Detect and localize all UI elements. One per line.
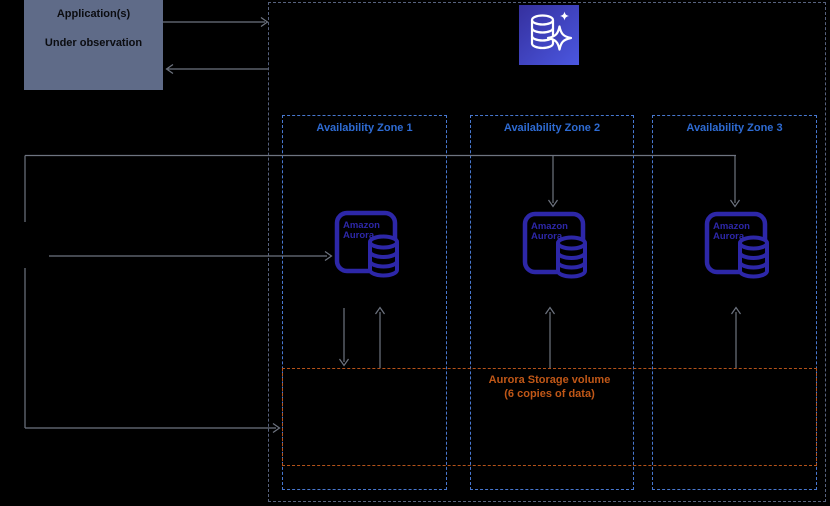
region-to-app-arrow xyxy=(165,64,268,74)
instance-db-cylinder-icon xyxy=(556,235,587,279)
instance-label-line2: Aurora xyxy=(531,231,563,242)
instance-label-line2: Aurora xyxy=(713,231,745,242)
storage-label-line2: (6 copies of data) xyxy=(504,388,595,400)
small-sparkle-icon xyxy=(560,11,569,21)
sparkle-star-icon xyxy=(546,25,573,51)
aurora-instance-icon-az2: Amazon Aurora xyxy=(522,211,587,279)
instance-label-line2: Aurora xyxy=(343,230,375,241)
availability-zone-1: Availability Zone 1 xyxy=(282,115,447,490)
application-box-line2: Under observation xyxy=(44,37,143,49)
aurora-instance-icon-az1: Amazon Aurora xyxy=(334,210,399,278)
instance-label-line1: Amazon xyxy=(531,221,568,232)
aurora-instance-icon-az3: Amazon Aurora xyxy=(704,211,769,279)
database-cylinder-glyph xyxy=(530,14,555,50)
instance-db-cylinder-icon xyxy=(738,235,769,279)
availability-zone-3-label: Availability Zone 3 xyxy=(686,122,783,134)
availability-zone-2: Availability Zone 2 xyxy=(470,115,634,490)
amazon-aurora-service-icon xyxy=(519,5,579,65)
aurora-storage-volume-label: Aurora Storage volume (6 copies of data) xyxy=(282,373,817,401)
availability-zone-3: Availability Zone 3 xyxy=(652,115,817,490)
service-icon-background xyxy=(519,5,579,65)
application-box-line1: Application(s) xyxy=(56,8,131,20)
availability-zone-2-label: Availability Zone 2 xyxy=(503,122,601,134)
instance-label-line1: Amazon xyxy=(713,221,750,232)
application-box: Application(s) Under observation xyxy=(24,0,163,90)
instance-db-cylinder-icon xyxy=(368,234,399,278)
storage-label-line1: Aurora Storage volume xyxy=(488,374,611,386)
aurora-storage-volume xyxy=(282,368,817,466)
availability-zone-1-label: Availability Zone 1 xyxy=(316,122,413,134)
aurora-cluster-region xyxy=(268,2,826,502)
storage-inbound-arrow xyxy=(25,423,281,433)
instance-label-line1: Amazon xyxy=(343,220,380,231)
app-to-region-arrow xyxy=(163,17,269,27)
